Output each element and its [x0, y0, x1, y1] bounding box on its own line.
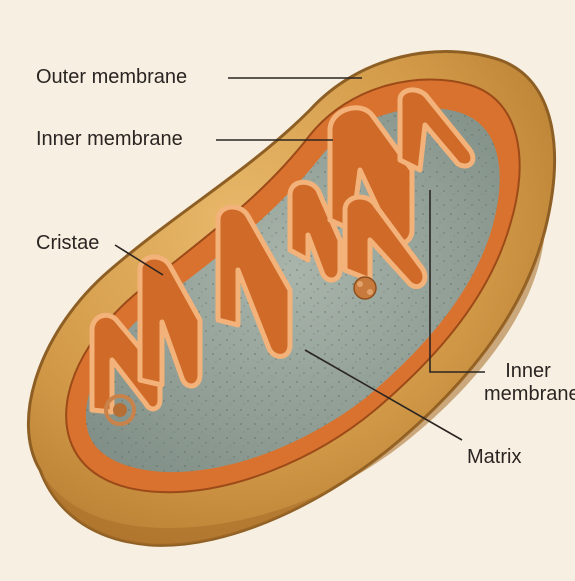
label-inner-membrane-right-line2: membrane: [484, 383, 572, 406]
label-outer-membrane: Outer membrane: [36, 66, 187, 89]
label-inner-membrane-top: Inner membrane: [36, 128, 183, 151]
label-cristae: Cristae: [36, 232, 99, 255]
label-inner-membrane-right: Inner membrane: [484, 360, 572, 406]
granule-center: [354, 277, 376, 299]
label-inner-membrane-right-line1: Inner: [484, 360, 572, 383]
label-matrix: Matrix: [467, 446, 521, 469]
